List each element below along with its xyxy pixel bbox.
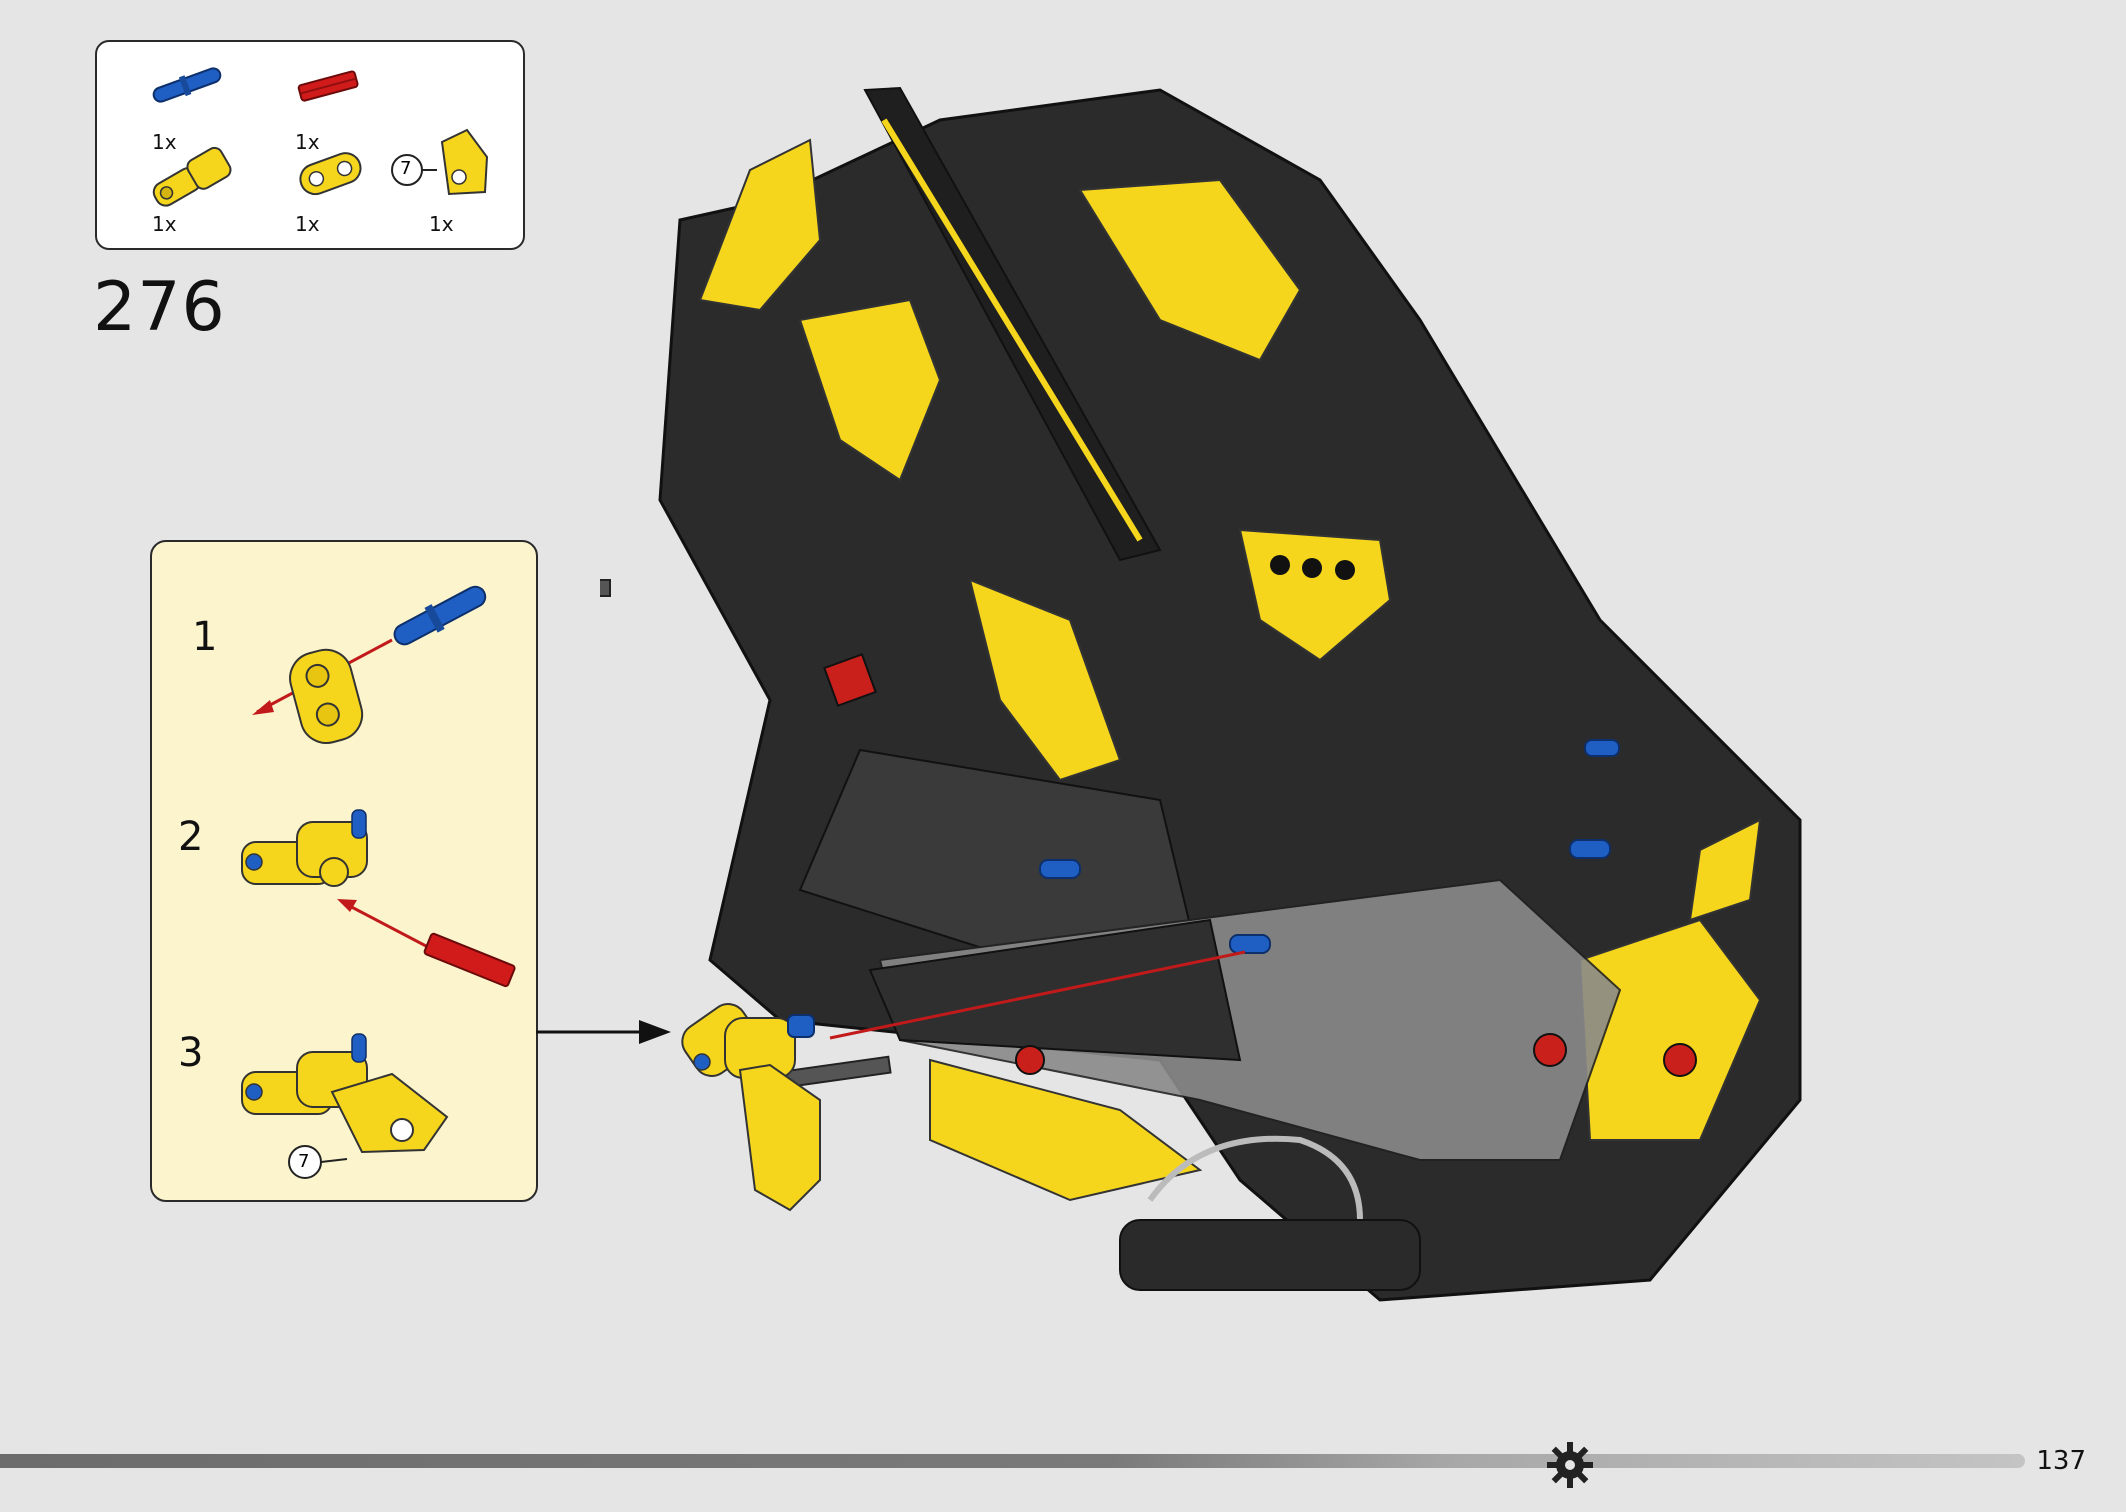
progress-bar xyxy=(0,1454,2025,1468)
callout-number: 7 xyxy=(400,158,412,179)
part-qty: 1x xyxy=(152,130,177,154)
parts-list: 1x 1x 1x 1x xyxy=(95,40,525,250)
blue-axle-pin-part: 1x xyxy=(142,60,252,155)
yellow-panel-part: 7 1x xyxy=(387,122,517,242)
gear-icon xyxy=(1547,1442,1593,1488)
loose-subassembly xyxy=(681,1003,821,1212)
part-qty: 1x xyxy=(429,212,454,236)
substep-2-illustration xyxy=(241,809,516,988)
model-illustration xyxy=(600,86,1802,1302)
insertion-arrow xyxy=(536,1020,671,1044)
part-qty: 1x xyxy=(295,212,320,236)
yellow-connector-part: 1x xyxy=(142,142,252,237)
subassembly-box: 1 2 3 7 xyxy=(150,540,538,1202)
part-qty: 1x xyxy=(152,212,177,236)
part-qty: 1x xyxy=(295,130,320,154)
callout-number: 7 xyxy=(298,1151,310,1172)
substep-1-illustration xyxy=(252,585,487,744)
step-number: 276 xyxy=(93,268,226,347)
insertion-guide-line xyxy=(829,950,1246,1040)
red-axle-part: 1x xyxy=(287,60,397,155)
substep-3-illustration xyxy=(241,1033,449,1179)
yellow-beam-part: 1x xyxy=(287,142,397,237)
substep-number: 3 xyxy=(178,1030,204,1076)
substep-number: 1 xyxy=(192,614,218,660)
page-number: 137 xyxy=(2036,1446,2086,1476)
substep-number: 2 xyxy=(178,814,204,860)
